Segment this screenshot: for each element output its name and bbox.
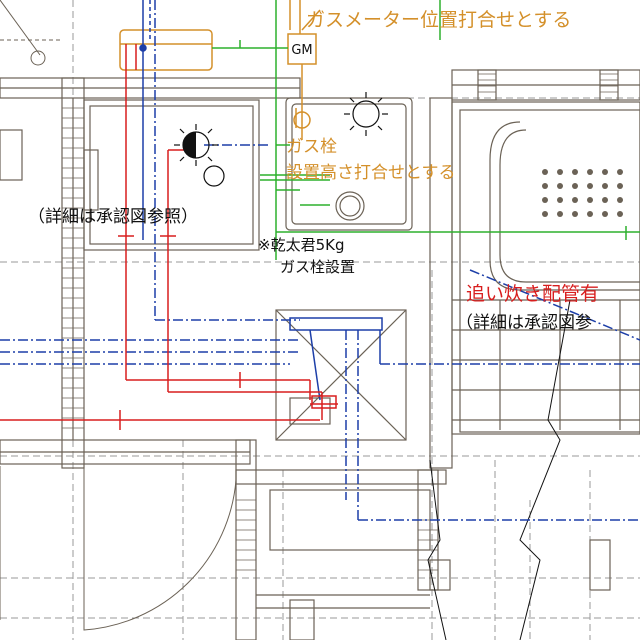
washer-pan (285, 97, 413, 231)
drain-piping (212, 0, 640, 260)
gas-meter-note: ガスメーター位置打合せとする (306, 9, 571, 31)
gm-label: GM (291, 43, 312, 58)
hot-piping (0, 44, 338, 430)
gas-tap-label: ガス栓 (286, 137, 337, 157)
detail-note-right: （詳細は承認図参 (456, 313, 592, 333)
dryer-note-line1: ※乾太君5Kg (258, 236, 344, 254)
water-piping (0, 0, 640, 521)
bathtub-dots (542, 169, 623, 217)
bathtub (451, 101, 640, 435)
walls (0, 69, 640, 640)
reheat-pipe-note: 追い炊き配管有 (466, 283, 599, 305)
height-note: 設置高さ打合せとする (286, 163, 456, 183)
detail-note-left: （詳細は承認図参照） (28, 207, 198, 227)
wall-hatch (62, 73, 618, 571)
break-lines (427, 299, 571, 640)
dryer-note-line2: ガス栓設置 (280, 258, 355, 276)
lamp-half-fill (183, 132, 196, 158)
door-swings (0, 0, 237, 631)
